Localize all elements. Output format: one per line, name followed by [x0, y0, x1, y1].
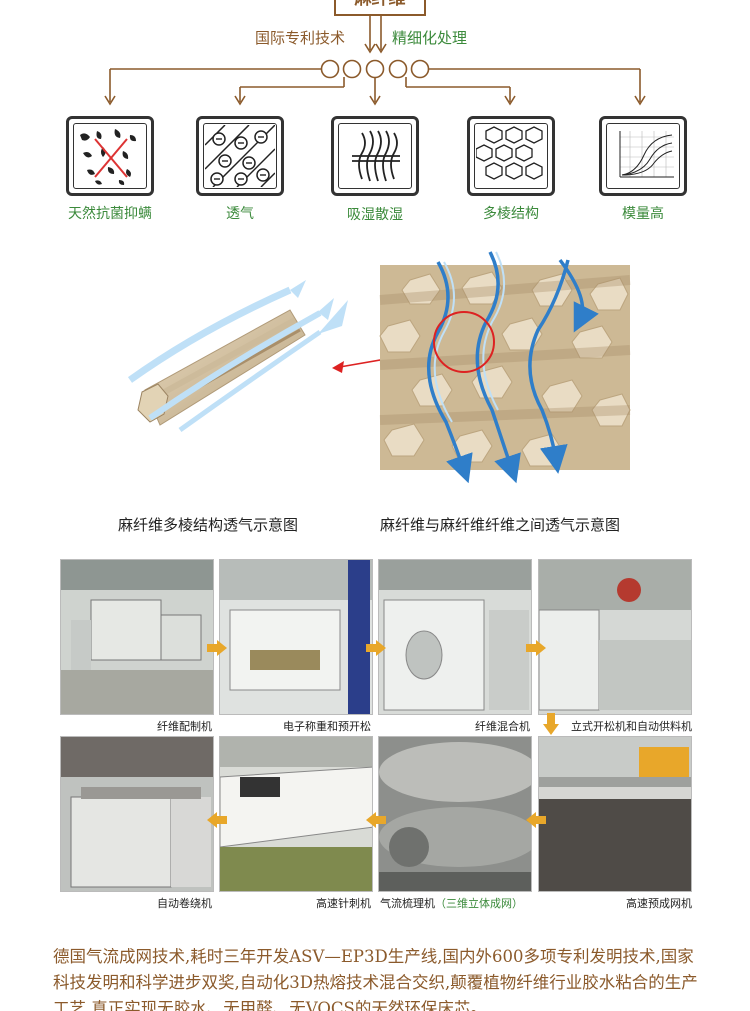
feature-label-moisture: 吸湿散湿	[347, 207, 403, 223]
process-label: 电子称重和预开松	[283, 720, 371, 733]
feature-label-high-modulus: 模量高	[622, 206, 664, 222]
photo-needle-punching-machine	[219, 736, 373, 892]
flow-arrow-down	[543, 713, 559, 735]
tree-connector	[104, 16, 646, 106]
description-paragraph: 德国气流成网技术,耗时三年开发ASV—EP3D生产线,国内外600多项专利发明技…	[53, 947, 698, 1011]
process-label: 自动卷绕机	[157, 897, 212, 910]
process-label: 高速预成网机	[626, 897, 692, 910]
process-label: 纤维混合机	[475, 720, 530, 733]
process-note: （三维立体成网）	[435, 897, 523, 910]
moisture-icon	[331, 116, 419, 196]
process-label: 气流梳理机	[380, 897, 435, 910]
flow-arrow-left	[207, 812, 227, 828]
feature-label-breathable: 透气	[226, 206, 254, 222]
photo-auto-winding-machine	[60, 736, 214, 892]
flow-arrow-left	[526, 812, 546, 828]
photo-electronic-weighing	[219, 559, 373, 715]
photo-air-laid-carding-machine	[378, 736, 532, 892]
process-label: 高速针刺机	[316, 897, 371, 910]
flow-arrow-right	[207, 640, 227, 656]
fiber-breathability-diagram	[127, 251, 631, 484]
photo-fiber-mixing-machine	[378, 559, 532, 715]
feature-label-antibacterial: 天然抗菌抑螨	[68, 206, 152, 222]
photo-vertical-opener	[538, 559, 692, 715]
process-label-carding: 气流梳理机（三维立体成网）	[380, 895, 540, 911]
flow-arrow-right	[526, 640, 546, 656]
high-modulus-chart-icon	[599, 116, 687, 196]
flow-arrow-left	[366, 812, 386, 828]
antibacterial-icon	[66, 116, 154, 196]
international-patent-label: 国际专利技术	[255, 29, 346, 47]
photo-pre-forming-web-machine	[538, 736, 692, 892]
process-label: 立式开松机和自动供料机	[571, 720, 692, 733]
breathable-icon	[196, 116, 284, 196]
fiber-cross-section-texture	[379, 251, 631, 484]
caption-interfiber-diagram: 麻纤维与麻纤维纤维之间透气示意图	[380, 516, 621, 534]
fiber-title-box: 麻纤维	[334, 0, 426, 16]
photo-fiber-blending-machine	[60, 559, 214, 715]
fine-processing-label: 精细化处理	[392, 29, 468, 47]
caption-multi-edge-diagram: 麻纤维多棱结构透气示意图	[118, 516, 299, 534]
multi-edge-structure-icon	[467, 116, 555, 196]
process-label: 纤维配制机	[157, 720, 212, 733]
fiber-bundle-illustration	[127, 280, 348, 433]
feature-label-multi-edge: 多棱结构	[483, 206, 539, 222]
flow-arrow-right	[366, 640, 386, 656]
